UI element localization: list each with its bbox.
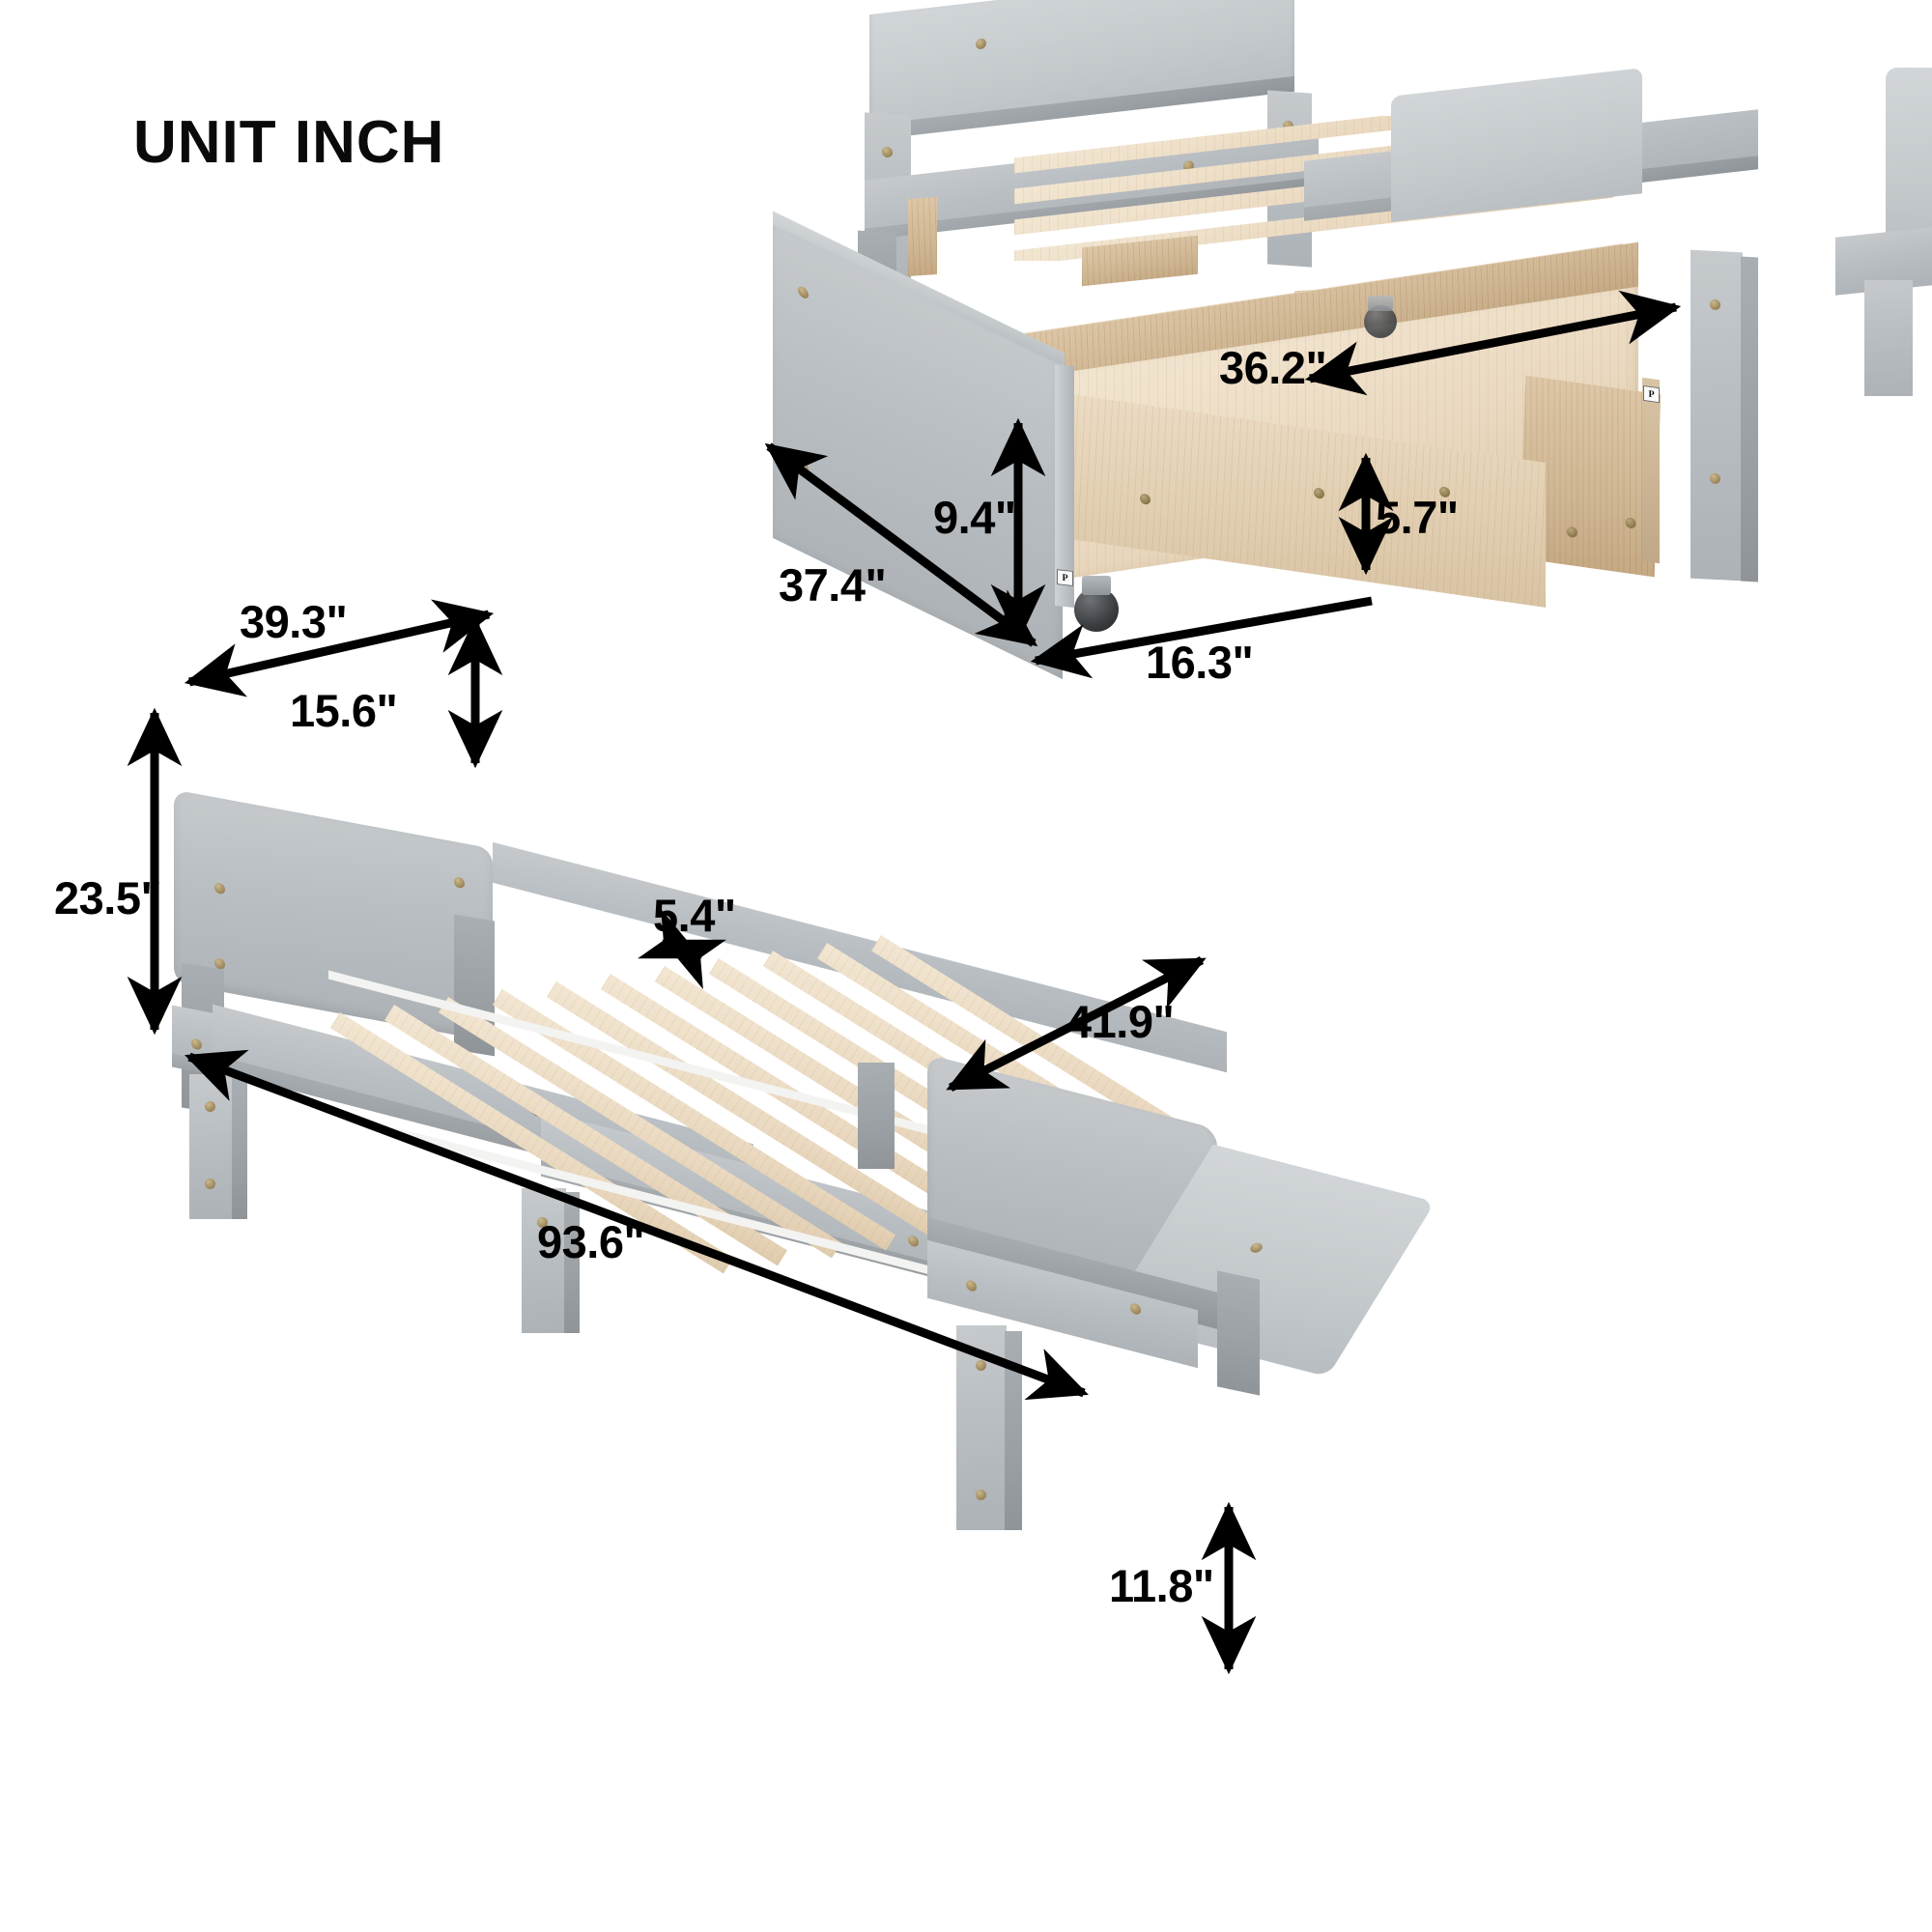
far-right-leg [1864,280,1913,396]
packaging-tag-right: P [1643,384,1660,404]
dimension-label-footboard-width: 41.9" [1066,996,1175,1047]
leg-head-front-side [232,1078,247,1219]
dimension-label-drawer-length: 37.4" [779,559,887,611]
dimension-label-drawer-side-height: 5.7" [1376,492,1459,543]
dimension-label-drawer-depth: 16.3" [1146,637,1254,688]
dimension-label-headboard-height: 15.6" [290,685,398,736]
leg-head-front [189,1074,234,1219]
drawer-right-edge-strip: P [1642,377,1660,564]
dimension-label-drawer-height: 9.4" [933,492,1016,543]
dimension-label-drawer-width-back: 36.2" [1219,342,1327,393]
center-support-post [858,1063,895,1169]
dimension-label-slat-gap: 5.4" [653,890,736,941]
leg-foot-front-side [1005,1331,1022,1530]
support-leg-right [1690,249,1743,582]
cleat-wood-a [908,196,937,277]
leg-foot-back [1217,1270,1260,1396]
leg-foot-front [956,1325,1007,1530]
bed-assembly-group [155,734,1435,1845]
drawer-front-right-edge: P [1055,363,1074,609]
dimension-label-overall-length: 93.6" [537,1216,645,1267]
support-leg-right-side [1741,256,1758,582]
dimension-label-headboard-width: 39.3" [240,596,348,647]
packaging-tag-front: P [1057,569,1073,586]
dimension-label-clearance-height: 11.8" [1109,1560,1214,1611]
page-title: UNIT INCH [133,109,445,176]
caster-stem-front [1082,576,1111,595]
caster-stem-rear [1368,296,1393,311]
dimension-label-overall-height: 23.5" [54,872,162,923]
